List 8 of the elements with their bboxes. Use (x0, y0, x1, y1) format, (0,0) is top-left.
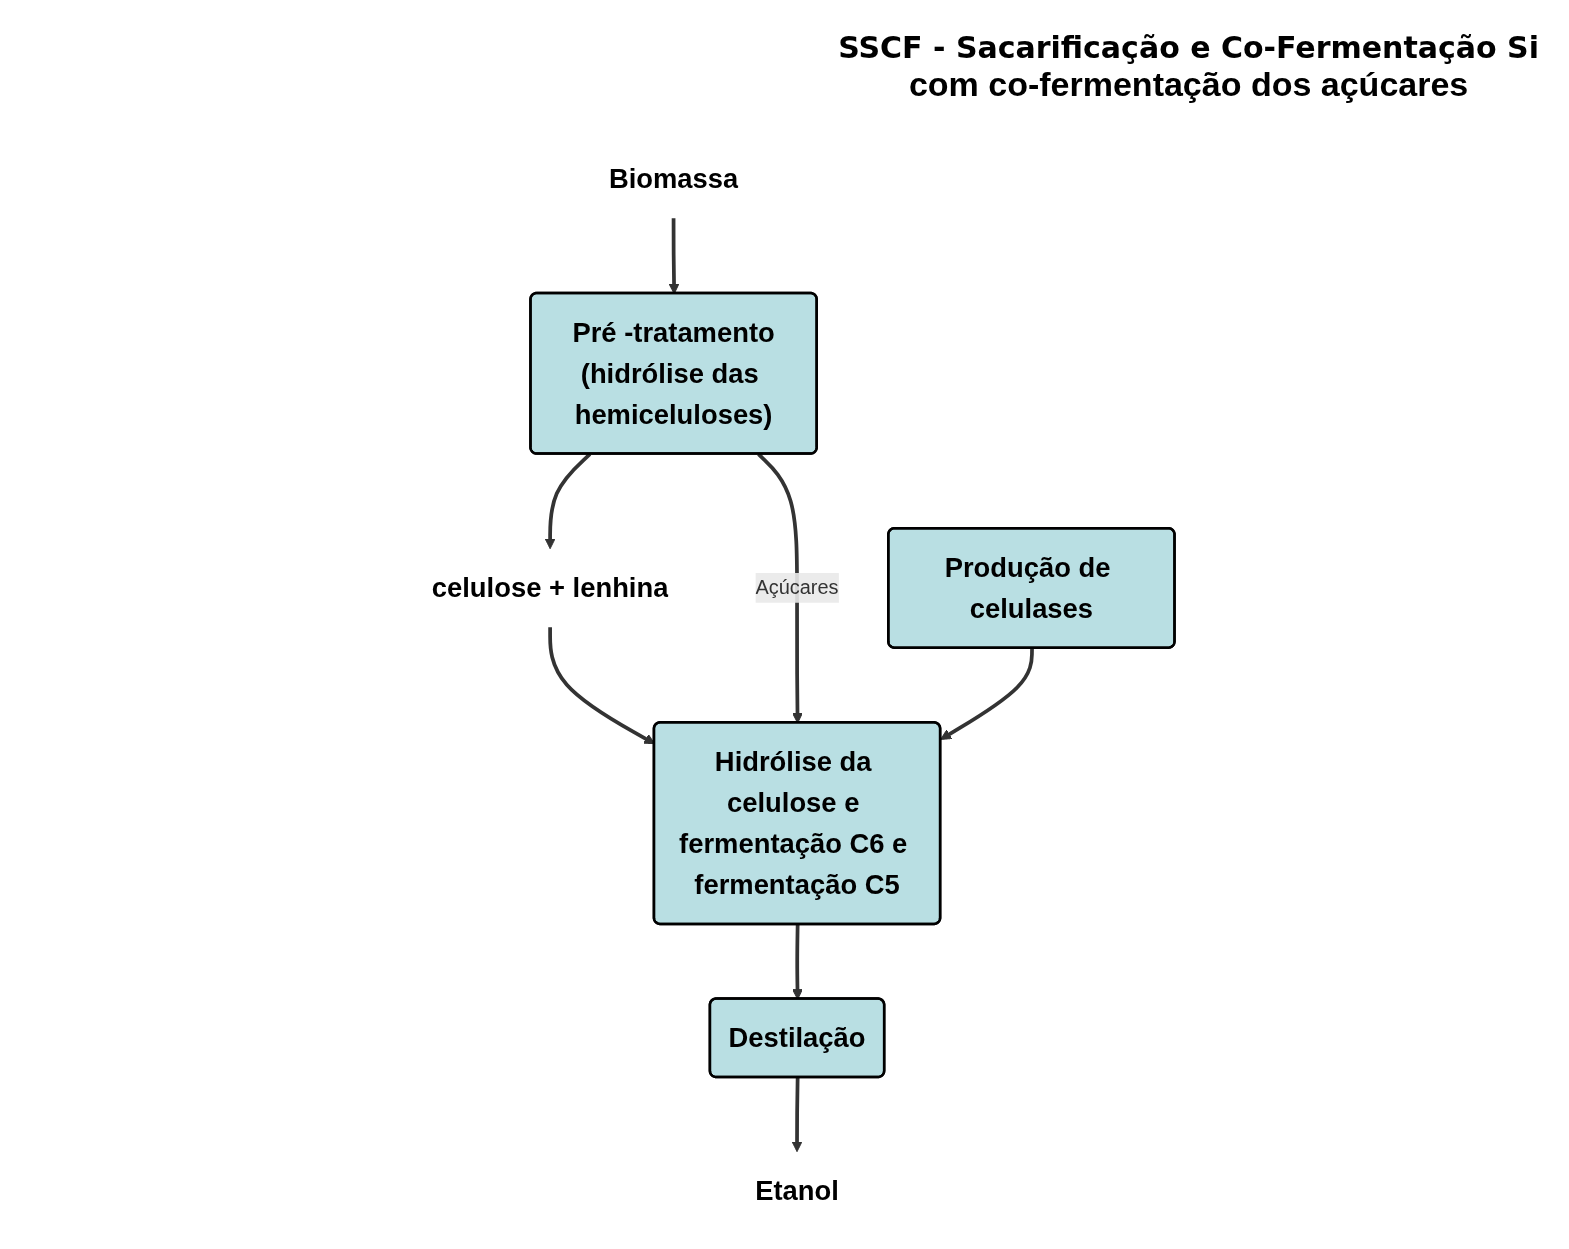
subtitle: com co-fermentação dos açúcares (907, 65, 1470, 104)
diagram-title: SSCF - Sacarificação e Co-Fermentação Si (838, 30, 1539, 65)
arrow (940, 648, 1034, 740)
edge-label: Açúcares (755, 576, 839, 598)
node-text: Biomassa (608, 163, 739, 195)
arrow (791, 1077, 803, 1153)
node-text: celulose + lenhina (431, 572, 669, 604)
node-text: Etanol (755, 1175, 839, 1207)
